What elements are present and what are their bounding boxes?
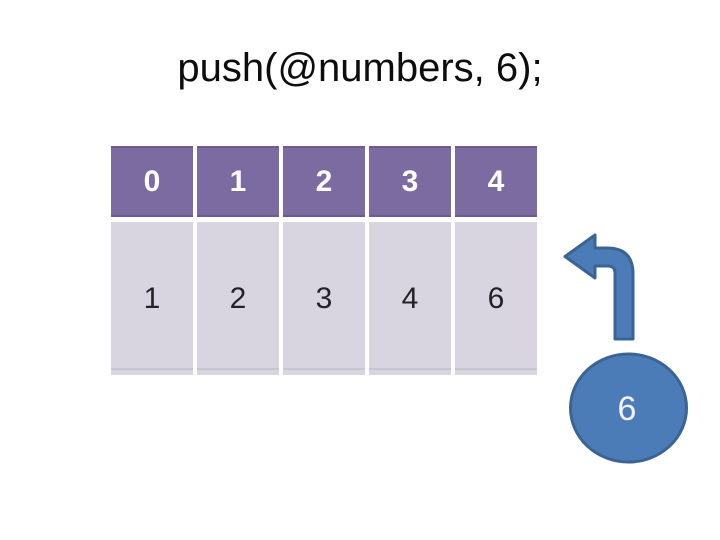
- slide-title: push(@numbers, 6);: [177, 46, 543, 90]
- array-index-cell: 1: [197, 146, 279, 217]
- array-value-cell: 4: [369, 222, 451, 375]
- array-index-cell: 0: [111, 146, 193, 217]
- array-value-cell: 1: [111, 222, 193, 375]
- circle-shape: [569, 352, 688, 464]
- array-index-cell: 2: [283, 146, 365, 217]
- array-value-cell: 2: [197, 222, 279, 375]
- array-value-cell: 6: [455, 222, 537, 375]
- array-table: 0 1 2 3 4 1 2 3 4 6: [111, 146, 537, 375]
- array-value-cell: 3: [283, 222, 365, 375]
- array-index-cell: 3: [369, 146, 451, 217]
- bent-arrow-shape: [563, 233, 635, 341]
- array-index-cell: 4: [455, 146, 537, 217]
- bent-up-arrow-icon: [563, 233, 635, 341]
- pushed-value-circle: 6: [569, 352, 688, 464]
- pushed-value-label: 6: [618, 390, 637, 428]
